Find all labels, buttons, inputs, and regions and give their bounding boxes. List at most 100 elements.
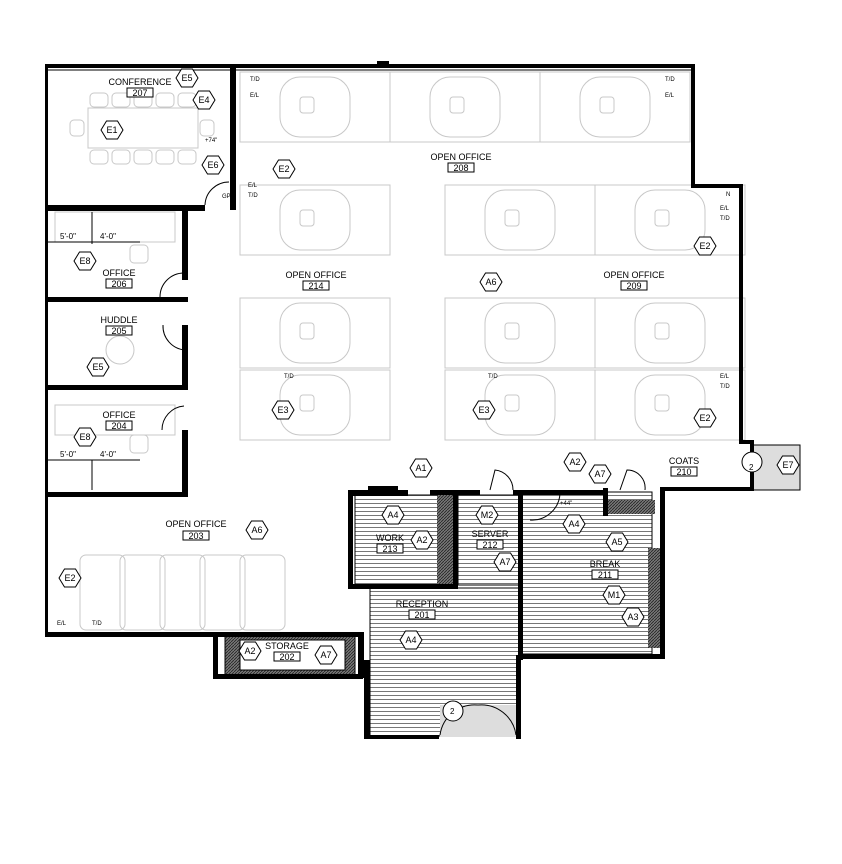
room-number-break: 211: [598, 570, 612, 580]
furniture-piece: [239, 554, 286, 631]
dimension-label: 5'-0": [60, 450, 76, 459]
furniture-piece: [429, 76, 501, 138]
keynote-tag: M1: [602, 585, 626, 605]
keynote-tag: A4: [399, 630, 423, 650]
room-name-open-office-214: OPEN OFFICE: [285, 270, 346, 280]
annotations: T/D E/L +74" GP E/L T/D T/D E/L E/L T/D …: [57, 77, 763, 722]
dimensions: 5'-0" 4'-0" 5'-0" 4'-0": [48, 212, 140, 490]
furniture-piece: [594, 369, 746, 441]
furniture-piece: [504, 394, 520, 412]
furniture-piece: [111, 92, 131, 108]
furniture-piece: [199, 119, 215, 137]
keynote-tag: A2: [238, 641, 262, 661]
svg-text:E8: E8: [79, 256, 90, 266]
svg-text:E8: E8: [79, 432, 90, 442]
room-number-storage: 202: [279, 652, 294, 662]
keynote-tag: E3: [472, 400, 496, 420]
room-name-work: WORK: [376, 533, 404, 543]
furniture-piece: [299, 322, 315, 340]
keynote-tag: E2: [272, 159, 296, 179]
room-name-reception: RECEPTION: [396, 599, 449, 609]
keynote-tag: A1: [409, 458, 433, 478]
keynote-tag: E3: [271, 400, 295, 420]
room-number-open-office-208: 208: [453, 163, 468, 173]
room-name-break: BREAK: [590, 559, 621, 569]
furniture-piece: [279, 76, 351, 138]
svg-text:E2: E2: [699, 241, 710, 251]
furniture-piece: [105, 335, 135, 365]
room-name-open-office-203: OPEN OFFICE: [165, 519, 226, 529]
furniture-piece: [89, 149, 109, 165]
svg-text:A7: A7: [594, 469, 605, 479]
keynote-tag: A7: [493, 552, 517, 572]
td-label: T/D: [250, 77, 260, 83]
furniture-piece: [504, 209, 520, 227]
el-label: E/L: [720, 206, 730, 212]
room-number-office-204: 204: [111, 421, 126, 431]
furniture-piece: [119, 554, 166, 631]
furniture-piece: [634, 189, 706, 251]
room-name-server: SERVER: [472, 529, 509, 539]
walls: [45, 61, 754, 739]
furniture-piece: [484, 189, 556, 251]
room-name-storage: STORAGE: [265, 641, 309, 651]
furniture-piece: [129, 244, 149, 264]
room-name-conference: CONFERENCE: [108, 77, 171, 87]
keynote-tag: A3: [621, 607, 645, 627]
td-label: T/D: [92, 621, 102, 627]
el-label: E/L: [665, 93, 675, 99]
keynote-tag: A4: [562, 514, 586, 534]
furniture-piece: [239, 71, 391, 143]
svg-text:M2: M2: [481, 510, 494, 520]
furniture-piece: [299, 209, 315, 227]
door-number: 2: [749, 463, 754, 472]
door-number: 2: [450, 707, 455, 716]
svg-text:E3: E3: [277, 405, 288, 415]
room-name-open-office-209: OPEN OFFICE: [603, 270, 664, 280]
svg-text:E5: E5: [92, 362, 103, 372]
keynote-tag: E4: [192, 90, 216, 110]
furniture-piece: [389, 71, 541, 143]
furniture-piece: [299, 96, 315, 114]
td-label: T/D: [720, 384, 730, 390]
keynote-tag: E6: [201, 155, 225, 175]
furniture-piece: [484, 374, 556, 436]
furniture-piece: [654, 322, 670, 340]
hatched-floors: [224, 444, 801, 737]
svg-text:A4: A4: [387, 510, 398, 520]
svg-text:A6: A6: [485, 277, 496, 287]
svg-text:A2: A2: [416, 535, 427, 545]
svg-text:E5: E5: [181, 73, 192, 83]
room-labels: CONFERENCE 207 OPEN OFFICE 208 OPEN OFFI…: [100, 77, 699, 662]
keynote-tag: E1: [100, 120, 124, 140]
furniture-piece: [54, 404, 176, 436]
furniture-piece: [89, 92, 109, 108]
keynote-tag: E8: [73, 427, 97, 447]
keynote-tag: E2: [693, 236, 717, 256]
svg-text:E2: E2: [64, 573, 75, 583]
keynote-tag: E7: [776, 455, 800, 475]
furniture-piece: [599, 96, 615, 114]
furniture-piece: [199, 554, 246, 631]
dimension-label: 4'-0": [100, 450, 116, 459]
el-label: E/L: [250, 93, 260, 99]
dimension-label: 5'-0": [60, 232, 76, 241]
dimension-label: 4'-0": [100, 232, 116, 241]
furniture-piece: [79, 554, 126, 631]
keynote-tag: E8: [73, 251, 97, 271]
svg-text:E1: E1: [106, 125, 117, 135]
svg-text:A1: A1: [415, 463, 426, 473]
furniture-piece: [654, 394, 670, 412]
keynote-tag: A4: [381, 505, 405, 525]
td-label: T/D: [665, 77, 675, 83]
room-name-office-206: OFFICE: [103, 268, 136, 278]
room-number-server: 212: [482, 540, 497, 550]
furniture-layer: [54, 71, 746, 639]
furniture-piece: [133, 149, 153, 165]
keynote-tag: M2: [475, 505, 499, 525]
room-name-office-204: OFFICE: [103, 410, 136, 420]
room-number-open-office-203: 203: [188, 531, 203, 541]
furniture-piece: [504, 322, 520, 340]
keynote-tag: A6: [245, 520, 269, 540]
td-label: T/D: [488, 374, 498, 380]
